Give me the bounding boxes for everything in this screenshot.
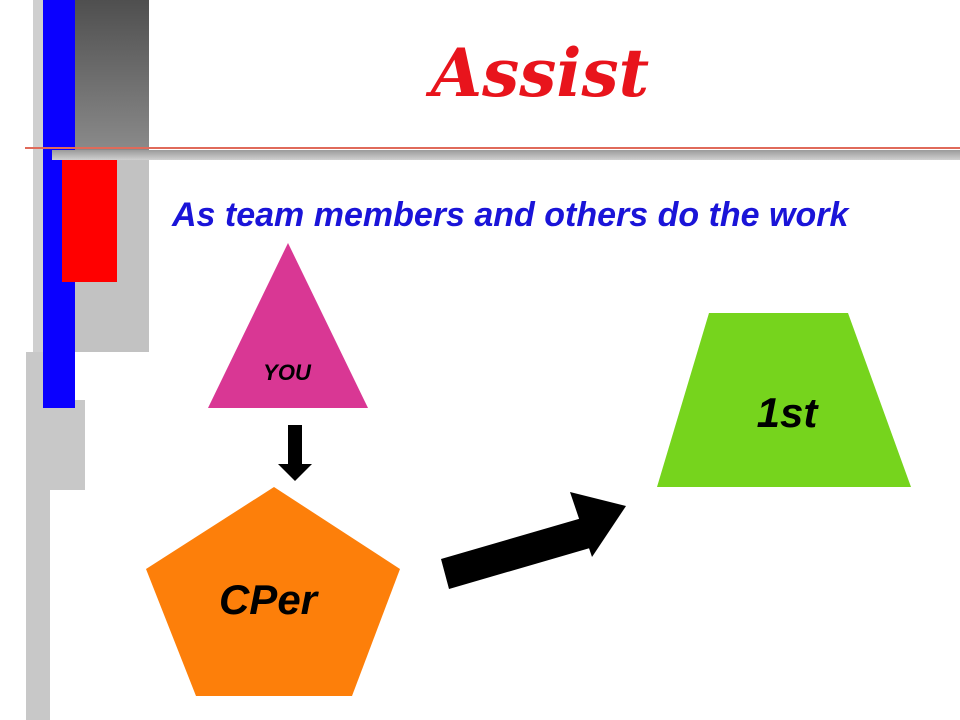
cper-label: CPer bbox=[219, 576, 320, 623]
down-arrow bbox=[278, 425, 312, 481]
first-label: 1st bbox=[757, 389, 820, 436]
diagonal-arrow bbox=[441, 492, 626, 589]
you-label: YOU bbox=[263, 360, 312, 385]
decor-divider-bar bbox=[52, 150, 960, 160]
you-triangle bbox=[208, 243, 368, 408]
decor-gray-short-bar bbox=[50, 400, 85, 490]
decor-gray-left-bar bbox=[33, 0, 45, 352]
decor-red-block bbox=[62, 160, 117, 282]
first-trapezoid bbox=[657, 313, 911, 487]
slide-subtitle: As team members and others do the work bbox=[172, 196, 849, 234]
slide-title: Assist bbox=[430, 34, 650, 112]
decor-divider-line bbox=[25, 147, 960, 149]
cper-pentagon bbox=[146, 487, 400, 696]
decor-gray-dark-bar bbox=[75, 0, 149, 150]
decor-gray-tall-bar bbox=[26, 352, 50, 720]
